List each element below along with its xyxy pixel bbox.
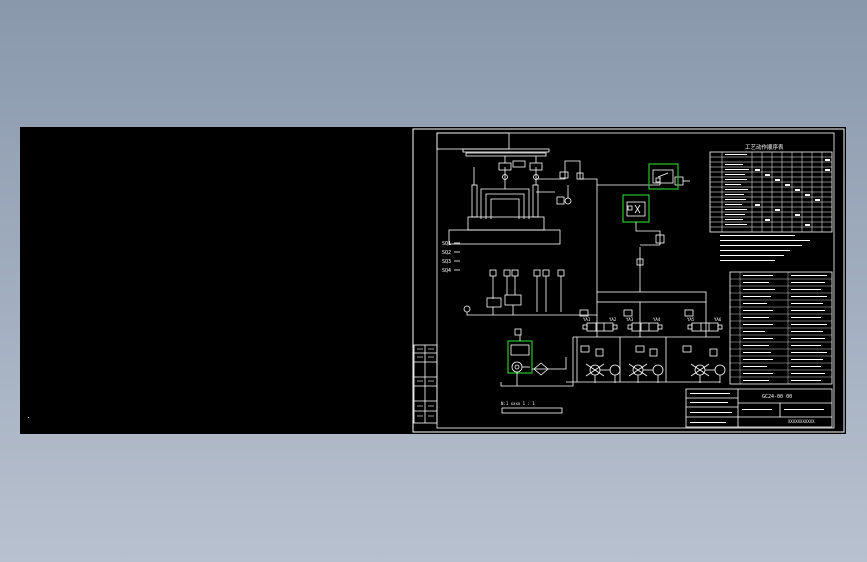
process-sequence-table: 工艺动作顺序表	[709, 143, 833, 233]
pump-group-1	[580, 345, 621, 383]
technical-notes	[720, 235, 810, 261]
tank-line	[500, 328, 574, 387]
manifold	[573, 291, 720, 338]
main-pressure-line	[536, 160, 690, 292]
scale-note: N:1 xxxx 1 : 1	[501, 401, 563, 414]
parts-list	[729, 271, 833, 385]
sensor-label: SQ1	[442, 241, 451, 247]
sheet-inner-frame	[436, 132, 835, 429]
table-title: 工艺动作顺序表	[745, 143, 784, 151]
left-margin-stamp	[413, 344, 438, 424]
title-block: GC24-00 00 XXXXXXXXXXX	[685, 388, 833, 428]
valve-label: YA3	[626, 317, 634, 322]
sensor-label: SQ3	[442, 259, 451, 265]
scale-label: N:1 xxxx 1 : 1	[501, 401, 535, 406]
left-valve-group	[463, 269, 597, 316]
hydraulic-schematic-drawing[interactable]: SQ1 SQ2 SQ3 SQ4	[20, 127, 846, 434]
sheet-outer-frame	[412, 128, 845, 433]
top-left-code-box	[436, 132, 510, 150]
sensor-labels: SQ1 SQ2 SQ3 SQ4	[442, 241, 460, 274]
valve-label: YA5	[687, 317, 695, 322]
cad-viewport[interactable]: SQ1 SQ2 SQ3 SQ4	[20, 127, 846, 434]
company-name: XXXXXXXXXXX	[788, 419, 815, 424]
valve-label: YA6	[714, 317, 722, 322]
valve-label: YA1	[583, 317, 591, 322]
sensor-label: SQ4	[442, 268, 451, 274]
valve-labels: YA1 YA2 YA3 YA4 YA5 YA6	[583, 317, 722, 322]
directional-valve-1	[579, 309, 618, 332]
valve-label: YA2	[609, 317, 617, 322]
pressure-valve-mid-highlight	[622, 194, 650, 223]
pilot-line	[635, 222, 665, 292]
directional-valve-2	[623, 309, 663, 332]
press-assembly	[448, 148, 561, 245]
pump-group-3	[682, 345, 726, 383]
pump-station-highlight	[507, 340, 533, 374]
cursor-marker	[28, 417, 29, 418]
pump-group-2	[628, 345, 664, 383]
sensor-label: SQ2	[442, 250, 451, 256]
directional-valve-3	[684, 309, 723, 332]
drawing-number: GC24-00 00	[762, 394, 792, 400]
return-line	[566, 337, 720, 383]
valve-label: YA4	[653, 317, 661, 322]
pump-filter	[532, 362, 560, 376]
relief-valve-top-highlight	[648, 163, 679, 190]
